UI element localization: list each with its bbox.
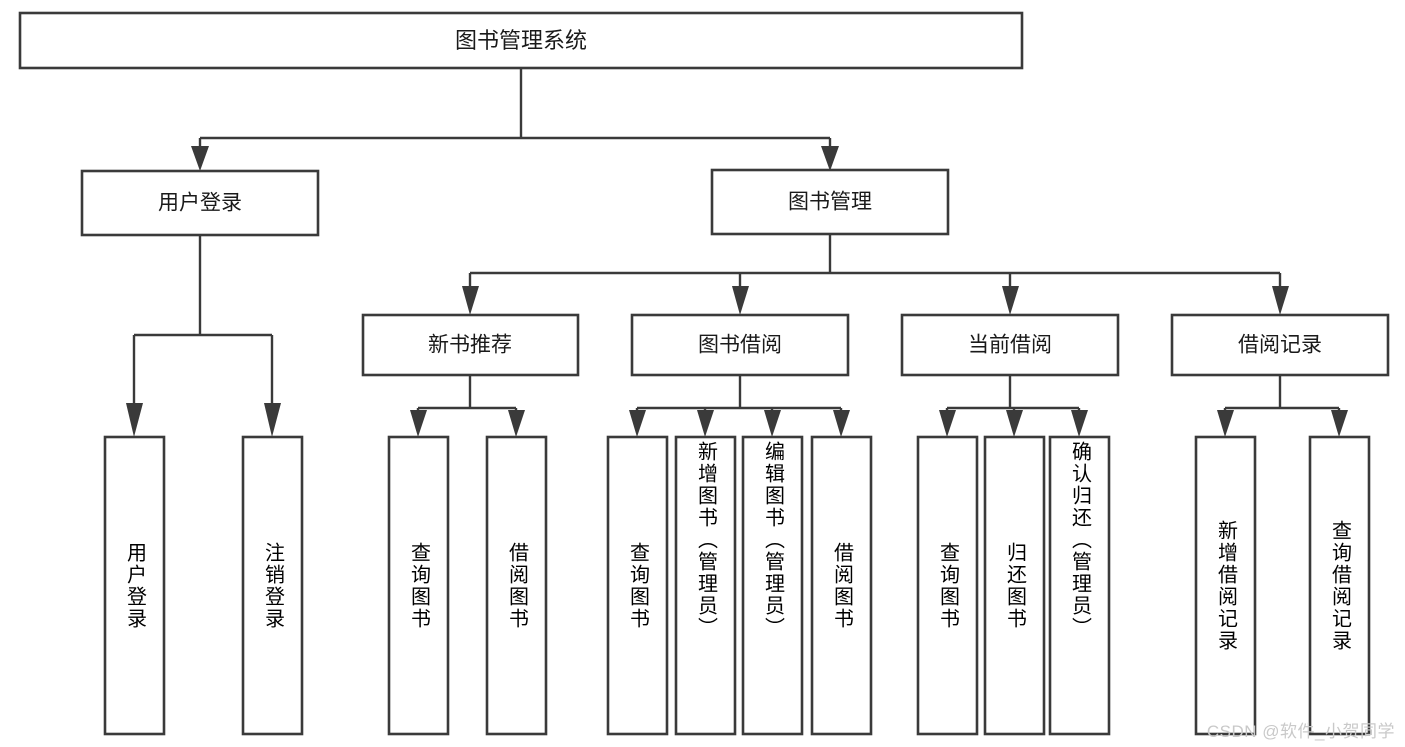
leaf-box-edit-book[interactable] — [741, 435, 804, 736]
arrowhead-bb-leaf-2 — [697, 410, 714, 437]
watermark-text: CSDN @软件_小贺同学 — [1206, 722, 1395, 741]
arrowhead-cb-leaf-1 — [939, 410, 956, 437]
leaf-box-user-login[interactable] — [103, 435, 166, 736]
node-user-login-label: 用户登录 — [158, 192, 242, 215]
node-current-borrow[interactable]: 当前借阅 — [900, 313, 1120, 377]
leaf-box-return-book[interactable] — [983, 435, 1046, 736]
node-borrow-record-box[interactable] — [1170, 313, 1390, 377]
arrowhead-current-borrow — [1002, 286, 1019, 315]
node-new-book-recommend[interactable]: 新书推荐 — [361, 313, 580, 377]
arrowhead-user-login-leaf-1 — [126, 403, 143, 437]
arrowhead-br-leaf-1 — [1217, 410, 1234, 437]
leaf-box-add-record[interactable] — [1194, 435, 1257, 736]
arrowhead-root-to-user-login — [191, 146, 209, 171]
leaf-box-borrow-book-rec[interactable] — [485, 435, 548, 736]
arrowhead-nbr-leaf-1 — [410, 410, 427, 437]
node-book-borrow-box[interactable] — [630, 313, 850, 377]
arrowhead-new-book-recommend — [462, 286, 479, 315]
leaf-box-add-book[interactable] — [674, 435, 737, 736]
arrowhead-bb-leaf-1 — [629, 410, 646, 437]
arrowhead-bb-leaf-3 — [764, 410, 781, 437]
arrowhead-cb-leaf-3 — [1071, 410, 1088, 437]
node-user-login[interactable]: 用户登录 — [80, 169, 320, 237]
arrowhead-root-to-book-management — [821, 146, 839, 171]
node-borrow-record-label: 借阅记录 — [1238, 334, 1322, 357]
leaf-box-borrow-book[interactable] — [810, 435, 873, 736]
node-borrow-record[interactable]: 借阅记录 — [1170, 313, 1390, 377]
arrowhead-borrow-record — [1272, 286, 1289, 315]
node-book-borrow[interactable]: 图书借阅 — [630, 313, 850, 377]
node-current-borrow-box[interactable] — [900, 313, 1120, 377]
leaf-box-query-book-rec[interactable] — [387, 435, 450, 736]
arrowhead-user-login-leaf-2 — [264, 403, 281, 437]
node-current-borrow-label: 当前借阅 — [968, 334, 1052, 357]
node-title[interactable]: 图书管理系统 — [18, 11, 1024, 70]
node-user-login-box[interactable] — [80, 169, 320, 237]
leaf-box-query-record[interactable] — [1308, 435, 1371, 736]
connector-layer — [126, 68, 1348, 437]
arrowhead-cb-leaf-2 — [1006, 410, 1023, 437]
node-new-book-recommend-label: 新书推荐 — [428, 334, 512, 357]
leaf-box-logout[interactable] — [241, 435, 304, 736]
arrowhead-bb-leaf-4 — [833, 410, 850, 437]
arrowhead-nbr-leaf-2 — [508, 410, 525, 437]
node-book-management-box[interactable] — [710, 168, 950, 236]
node-title-label: 图书管理系统 — [455, 28, 587, 53]
node-book-management[interactable]: 图书管理 — [710, 168, 950, 236]
node-new-book-recommend-box[interactable] — [361, 313, 580, 377]
node-title-box[interactable] — [18, 11, 1024, 70]
arrowhead-book-borrow — [732, 286, 749, 315]
leaf-box-query-book-current[interactable] — [916, 435, 979, 736]
leaf-box-query-book-borrow[interactable] — [606, 435, 669, 736]
leaf-box-confirm-return[interactable] — [1048, 435, 1111, 736]
arrowhead-br-leaf-2 — [1331, 410, 1348, 437]
leaf-box-layer — [103, 435, 1371, 736]
node-book-management-label: 图书管理 — [788, 191, 872, 214]
node-book-borrow-label: 图书借阅 — [698, 334, 782, 357]
